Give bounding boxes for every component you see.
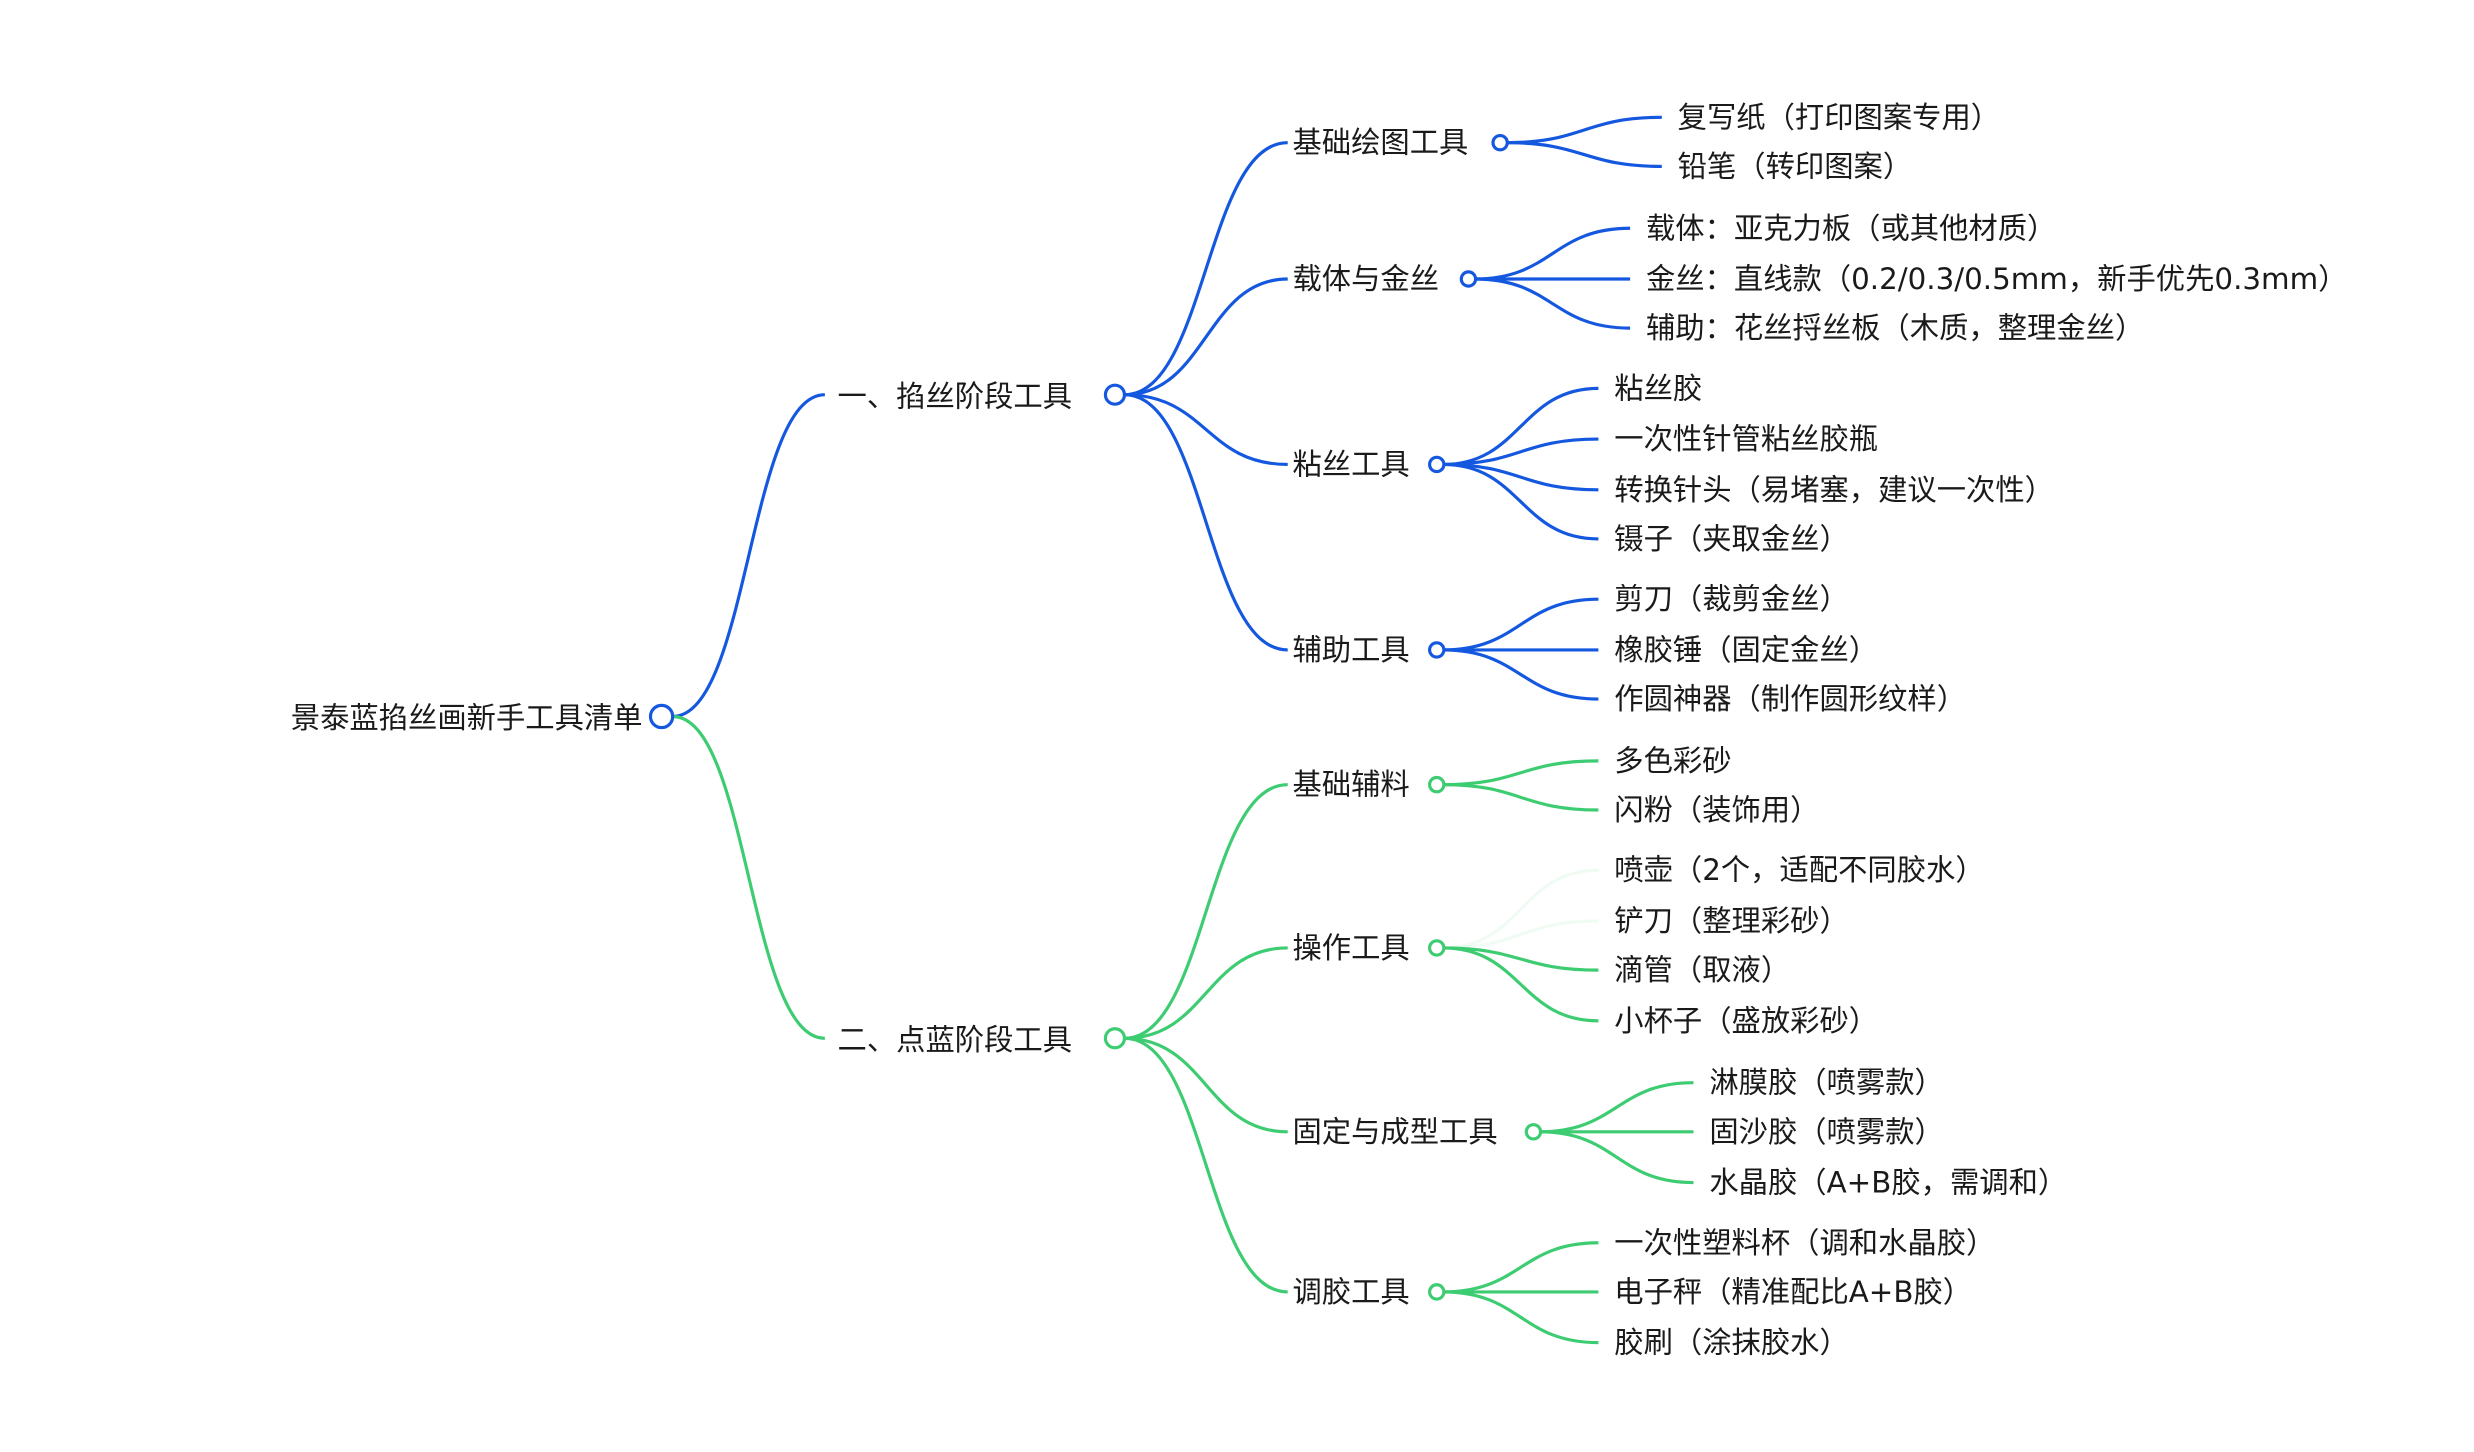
group-label: 载体与金丝: [1292, 262, 1439, 296]
group-label: 操作工具: [1292, 931, 1409, 965]
collapse-toggle[interactable]: [1428, 641, 1446, 659]
leaf-item: 转换针头（易堵塞，建议一次性）: [1614, 473, 2054, 507]
leaf-item: 滴管（取液）: [1614, 953, 1790, 987]
connector-line: [1443, 783, 1599, 812]
connector-line: [1474, 277, 1631, 330]
connector-line: [1443, 919, 1599, 950]
connector-line: [1539, 1130, 1694, 1185]
leaf-item: 金丝：直线款（0.2/0.3/0.5mm，新手优先0.3mm）: [1646, 262, 2348, 296]
connector-line: [1124, 277, 1288, 397]
connector-line: [1506, 141, 1662, 169]
connector-line: [1443, 597, 1599, 652]
leaf-item: 复写纸（打印图案专用）: [1678, 100, 2000, 134]
collapse-toggle[interactable]: [1524, 1123, 1543, 1141]
group-label: 固定与成型工具: [1292, 1115, 1497, 1149]
group-label: 粘丝工具: [1292, 447, 1409, 481]
collapse-toggle[interactable]: [1103, 1027, 1127, 1050]
connector-line: [1443, 437, 1599, 467]
collapse-toggle[interactable]: [1491, 133, 1509, 152]
group-label: 基础绘图工具: [1292, 126, 1468, 160]
leaf-item: 载体：亚克力板（或其他材质）: [1646, 211, 2056, 245]
connector-line: [1443, 759, 1599, 787]
connector-line: [1443, 462, 1599, 492]
connector-line: [1124, 141, 1288, 397]
leaf-item: 一次性塑料杯（调和水晶胶）: [1614, 1226, 1995, 1260]
leaf-item: 粘丝胶: [1614, 371, 1702, 405]
connector-line: [672, 393, 825, 719]
leaf-item: 固沙胶（喷雾款）: [1709, 1115, 1944, 1149]
leaf-item: 胶刷（涂抹胶水）: [1614, 1326, 1849, 1360]
connector-line: [1443, 868, 1599, 950]
leaf-item: 淋膜胶（喷雾款）: [1709, 1066, 1944, 1100]
connector-line: [1443, 1290, 1599, 1345]
leaf-item: 作圆神器（制作圆形纹样）: [1614, 682, 1966, 716]
connector-line: [1443, 946, 1599, 1023]
collapse-toggle[interactable]: [1428, 455, 1446, 474]
root-collapse-toggle[interactable]: [648, 703, 675, 730]
leaf-item: 剪刀（裁剪金丝）: [1614, 582, 1849, 616]
leaf-item: 铲刀（整理彩砂）: [1614, 904, 1849, 938]
root-topic: 景泰蓝掐丝画新手工具清单: [291, 701, 643, 735]
connector-line: [1124, 393, 1288, 652]
connector-line: [1506, 115, 1662, 145]
collapse-toggle[interactable]: [1459, 270, 1478, 288]
group-label: 基础辅料: [1292, 768, 1409, 802]
connector-line: [1443, 462, 1599, 541]
leaf-item: 多色彩砂: [1614, 744, 1731, 778]
connector-line: [1443, 648, 1599, 701]
stage-label: 二、点蓝阶段工具: [838, 1023, 1073, 1057]
connector-line: [1124, 1036, 1288, 1294]
collapse-toggle[interactable]: [1428, 775, 1446, 794]
collapse-toggle[interactable]: [1428, 1283, 1446, 1301]
leaf-item: 电子秤（精准配比A+B胶）: [1614, 1275, 1972, 1309]
connector-line: [1443, 946, 1599, 972]
leaf-item: 辅助：花丝捋丝板（木质，整理金丝）: [1646, 311, 2144, 345]
connector-line: [1443, 386, 1599, 467]
group-label: 调胶工具: [1292, 1275, 1409, 1309]
group-label: 辅助工具: [1292, 633, 1409, 667]
leaf-item: 橡胶锤（固定金丝）: [1614, 633, 1878, 667]
leaf-item: 小杯子（盛放彩砂）: [1614, 1004, 1878, 1038]
leaf-item: 闪粉（装饰用）: [1614, 793, 1819, 827]
leaf-item: 喷壶（2个，适配不同胶水）: [1614, 853, 1984, 887]
connector-line: [1124, 783, 1288, 1040]
collapse-toggle[interactable]: [1428, 939, 1446, 957]
connector-line: [672, 714, 825, 1040]
connector-line: [1474, 226, 1631, 281]
leaf-item: 镊子（夹取金丝）: [1614, 522, 1849, 556]
connector-line: [1124, 946, 1288, 1040]
connector-line: [1124, 393, 1288, 467]
connector-line: [1539, 1081, 1694, 1134]
connector-line: [1124, 1036, 1288, 1134]
stage-label: 一、掐丝阶段工具: [838, 379, 1073, 413]
leaf-item: 一次性针管粘丝胶瓶: [1614, 422, 1878, 456]
connector-line: [1443, 1241, 1599, 1294]
leaf-item: 铅笔（转印图案）: [1678, 149, 1913, 183]
leaf-item: 水晶胶（A+B胶，需调和）: [1709, 1166, 2067, 1200]
collapse-toggle[interactable]: [1103, 383, 1127, 406]
